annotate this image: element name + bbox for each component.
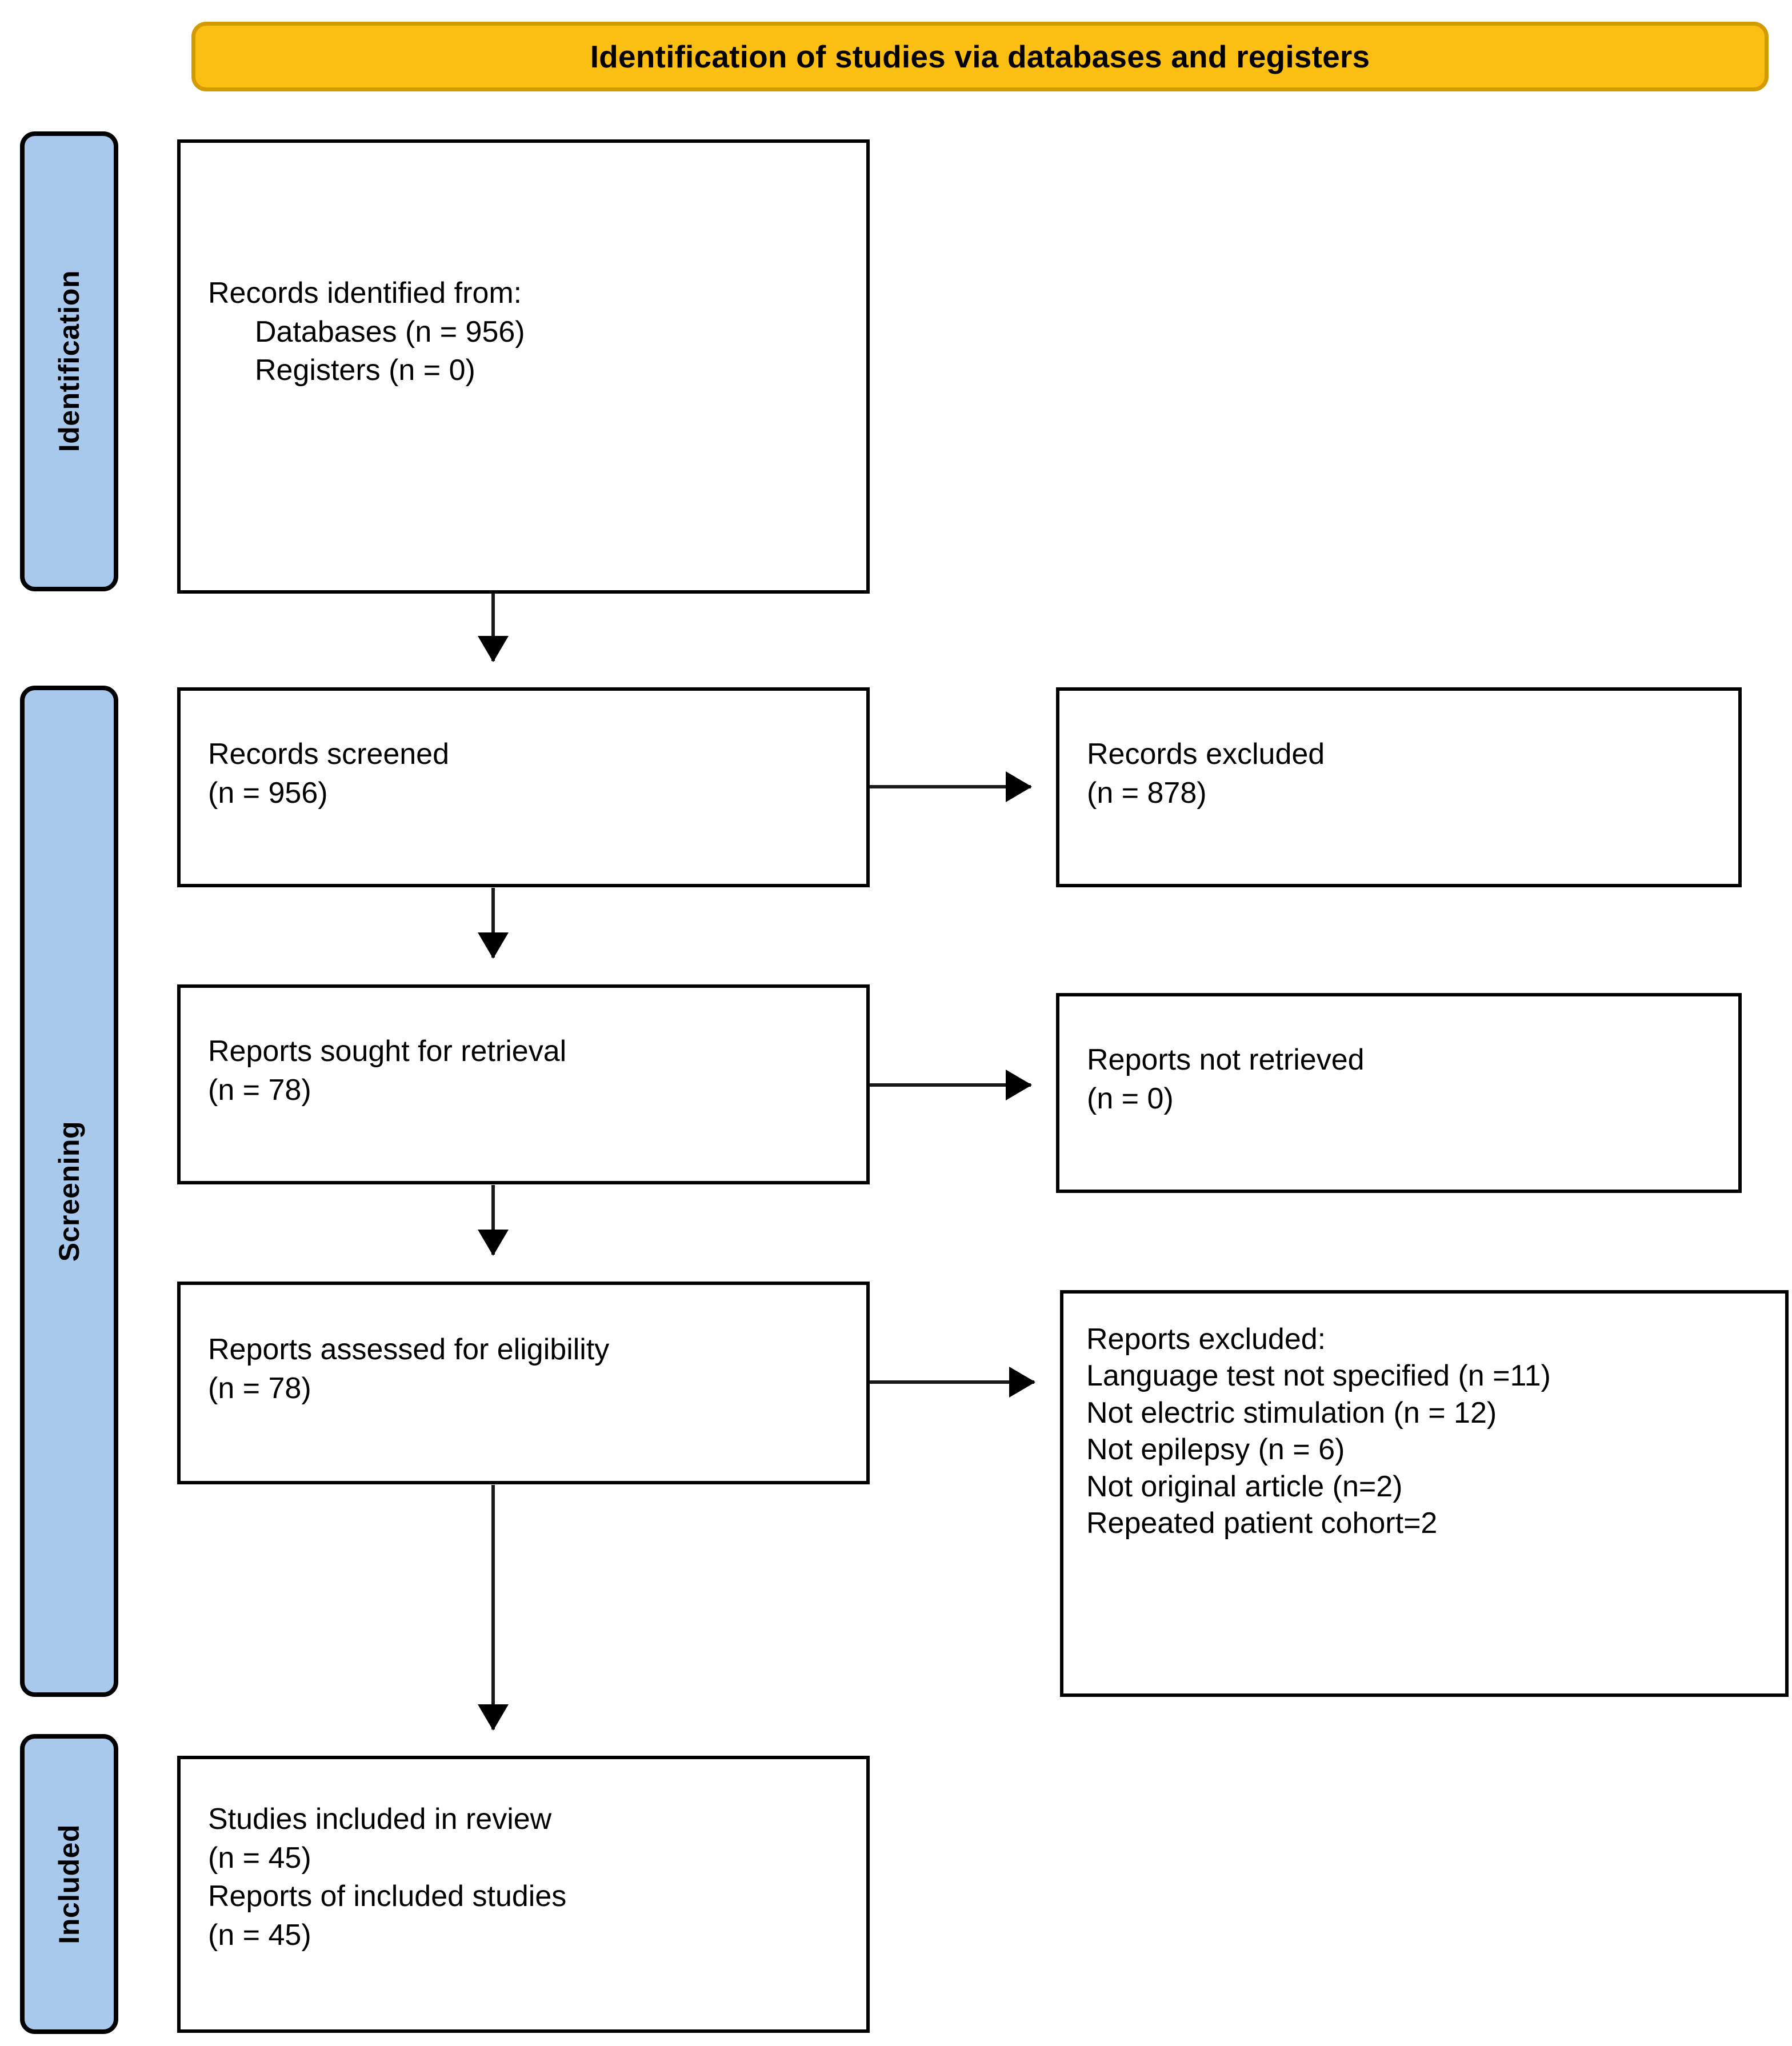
arrow-sought-to-assessed (491, 1185, 495, 1255)
arrow-screened-to-excluded (870, 785, 1031, 788)
arrow-sought-to-not-retrieved (870, 1083, 1031, 1087)
reports-not-retrieved-count: (n = 0) (1087, 1082, 1174, 1115)
records-excluded-count: (n = 878) (1087, 776, 1207, 810)
diagram-header-banner: Identification of studies via databases … (191, 22, 1769, 91)
box-reports-not-retrieved: Reports not retrieved (n = 0) (1056, 993, 1742, 1193)
reports-excluded-reason-not-epilepsy: Not epilepsy (n = 6) (1086, 1433, 1345, 1467)
records-screened-label: Records screened (208, 738, 449, 771)
studies-included-count: (n = 45) (208, 1841, 311, 1875)
box-records-screened-content: Records screened (n = 956) (208, 735, 853, 812)
arrow-assessed-to-reports-excluded (870, 1380, 1034, 1384)
records-identified-registers: Registers (n = 0) (255, 354, 475, 387)
studies-included-label: Studies included in review (208, 1803, 552, 1836)
box-reports-excluded-content: Reports excluded: Language test not spec… (1086, 1321, 1775, 1542)
reports-assessed-count: (n = 78) (208, 1371, 311, 1405)
box-studies-included-content: Studies included in review (n = 45) Repo… (208, 1800, 853, 1955)
reports-not-retrieved-label: Reports not retrieved (1087, 1043, 1365, 1076)
reports-of-included-label: Reports of included studies (208, 1880, 567, 1913)
box-reports-excluded-reasons: Reports excluded: Language test not spec… (1060, 1290, 1789, 1697)
reports-sought-label: Reports sought for retrieval (208, 1035, 567, 1068)
arrow-screened-to-sought (491, 888, 495, 958)
reports-of-included-count: (n = 45) (208, 1918, 311, 1952)
box-records-excluded-content: Records excluded (n = 878) (1087, 735, 1725, 812)
reports-excluded-reason-language-test: Language test not specified (n =11) (1086, 1359, 1551, 1393)
box-records-screened: Records screened (n = 956) (177, 687, 870, 887)
arrow-assessed-to-included (491, 1485, 495, 1729)
diagram-title: Identification of studies via databases … (590, 38, 1370, 74)
box-records-identified: Records identified from: Databases (n = … (177, 139, 870, 594)
reports-assessed-label: Reports assessed for eligibility (208, 1333, 610, 1366)
records-excluded-label: Records excluded (1087, 738, 1325, 771)
stage-bar-included: Included (20, 1734, 118, 2034)
box-reports-not-retrieved-content: Reports not retrieved (n = 0) (1087, 1041, 1725, 1118)
reports-excluded-reason-not-electric-stimulation: Not electric stimulation (n = 12) (1086, 1396, 1497, 1430)
box-reports-sought-content: Reports sought for retrieval (n = 78) (208, 1032, 853, 1110)
reports-excluded-reason-repeated-cohort: Repeated patient cohort=2 (1086, 1507, 1438, 1540)
arrow-identified-to-screened (491, 594, 495, 661)
reports-excluded-heading: Reports excluded: (1086, 1323, 1326, 1356)
box-records-identified-content: Records identified from: Databases (n = … (208, 274, 853, 390)
reports-sought-count: (n = 78) (208, 1073, 311, 1107)
reports-excluded-reason-not-original-article: Not original article (n=2) (1086, 1470, 1403, 1503)
stage-label-screening: Screening (53, 1120, 85, 1262)
stage-bar-identification: Identification (20, 131, 118, 591)
box-records-excluded: Records excluded (n = 878) (1056, 687, 1742, 887)
stage-bar-screening: Screening (20, 686, 118, 1697)
box-reports-assessed-content: Reports assessed for eligibility (n = 78… (208, 1331, 853, 1408)
box-reports-assessed: Reports assessed for eligibility (n = 78… (177, 1282, 870, 1484)
stage-label-identification: Identification (53, 270, 85, 453)
box-reports-sought: Reports sought for retrieval (n = 78) (177, 984, 870, 1184)
records-identified-databases: Databases (n = 956) (255, 315, 525, 349)
stage-label-included: Included (53, 1824, 85, 1944)
records-screened-count: (n = 956) (208, 776, 328, 810)
box-studies-included: Studies included in review (n = 45) Repo… (177, 1756, 870, 2033)
records-identified-heading: Records identified from: (208, 277, 522, 310)
